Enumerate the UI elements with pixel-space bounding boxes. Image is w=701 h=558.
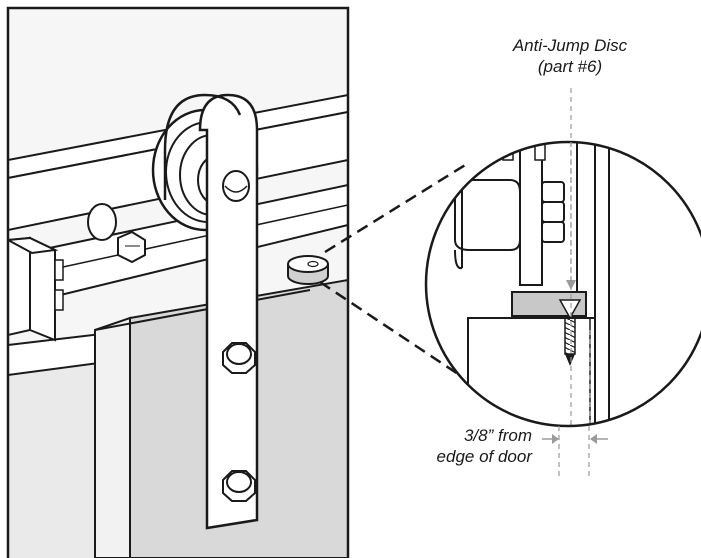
zoom-detail [426, 142, 701, 426]
anti-jump-disc-label-line2: (part #6) [537, 57, 603, 76]
strap-bolt-bottom [222, 470, 256, 502]
strap-bolt-middle [222, 342, 256, 374]
offset-dimension-label-line1: 3/8” from [463, 426, 532, 445]
end-stop [8, 236, 64, 342]
offset-dimension-label: 3/8” from edge of door [400, 425, 532, 467]
door-edge [94, 316, 131, 558]
anti-jump-disc-label: Anti-Jump Disc (part #6) [495, 35, 645, 77]
dimension-arrow-left [542, 434, 559, 444]
zoom-leader-top [324, 160, 471, 254]
rail-bolt [117, 230, 146, 264]
zoom-door [467, 317, 596, 426]
offset-dimension-label-line2: edge of door [436, 447, 532, 466]
hanger-strap [163, 93, 259, 530]
disc-callout-arrow [566, 280, 576, 290]
zoom-spacer [454, 179, 521, 251]
strap-bolt-top [222, 170, 250, 202]
anti-jump-disc [287, 255, 329, 285]
zoom-circle-outline [424, 140, 701, 428]
anti-jump-disc-label-line1: Anti-Jump Disc [512, 36, 628, 55]
main-view-frame [6, 6, 350, 558]
dimension-arrow-right [590, 434, 608, 444]
spacer [87, 203, 117, 241]
zoom-leader-bottom [319, 280, 471, 384]
main-view [8, 8, 348, 558]
zoom-screw [558, 299, 582, 366]
